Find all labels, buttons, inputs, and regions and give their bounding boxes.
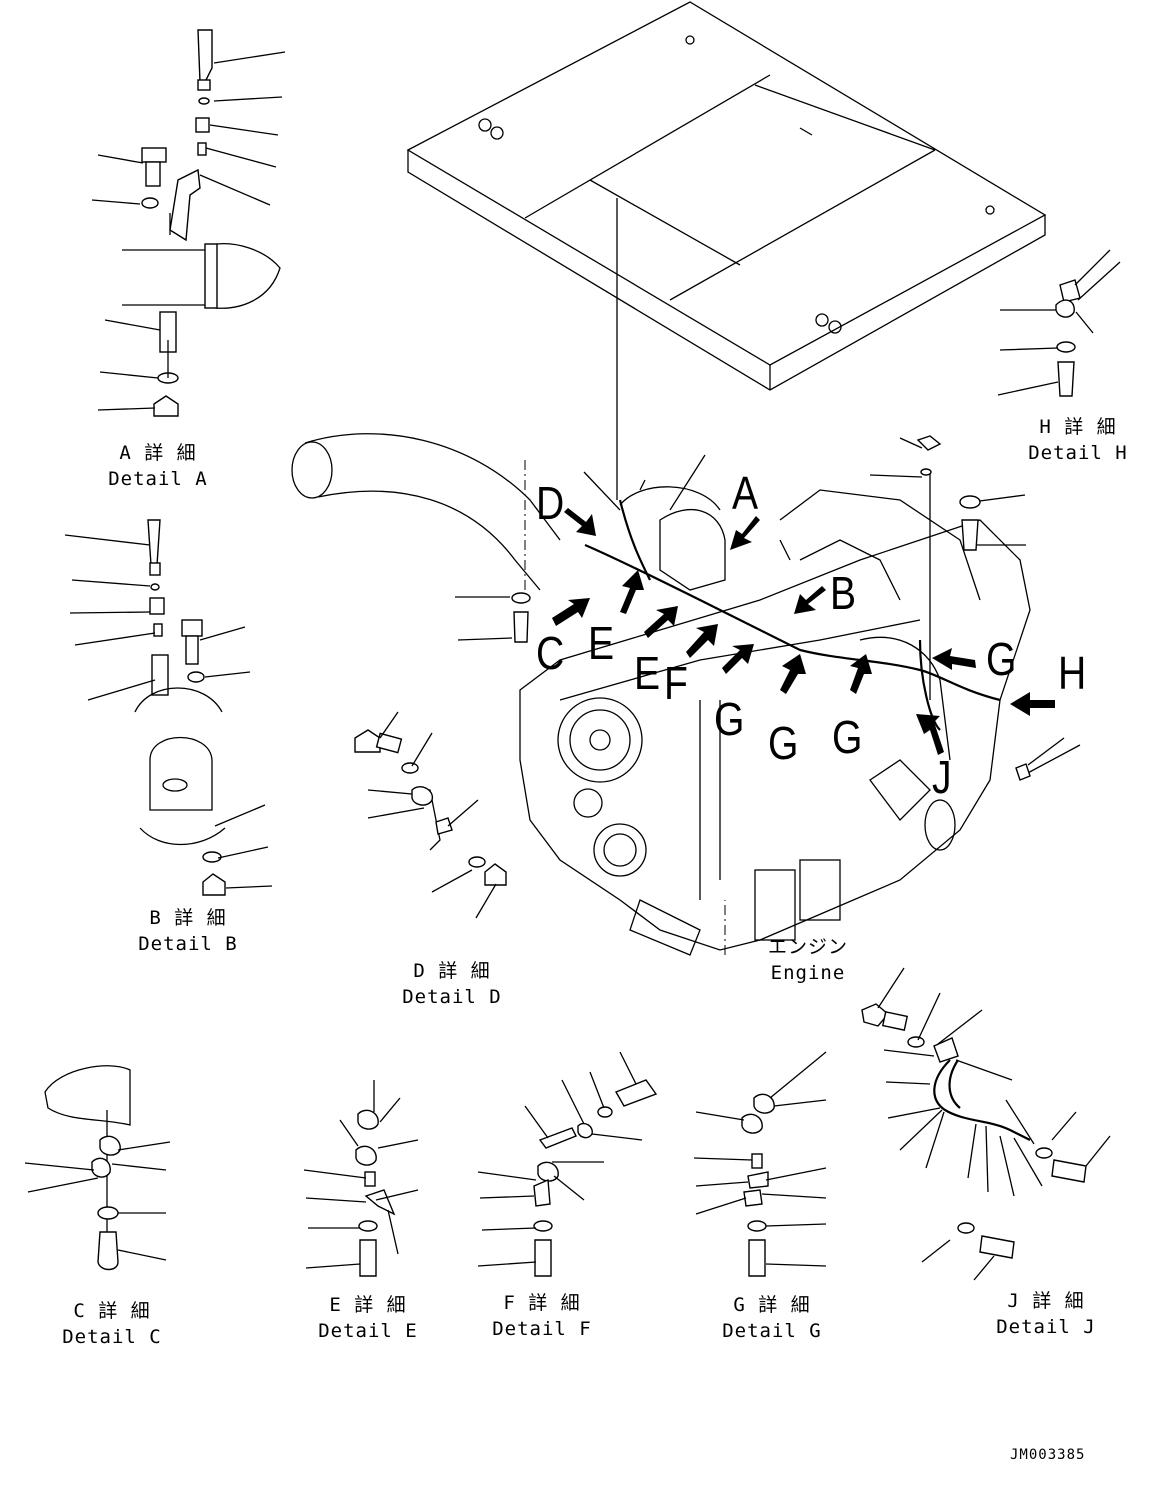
detail-f-parts <box>533 1079 658 1277</box>
detail-b-en: Detail B <box>138 933 238 955</box>
detail-b-leaders <box>64 534 273 889</box>
detail-f-label: F 詳 細 Detail F <box>482 1290 602 1342</box>
detail-g-parts <box>741 1093 775 1277</box>
detail-d-leaders <box>367 711 497 919</box>
drawing-code: JM003385 <box>1010 1447 1086 1463</box>
engine-leaders <box>455 435 1081 781</box>
detail-a-jp: A 詳 細 <box>119 442 197 464</box>
callout-g-3: G <box>832 711 863 763</box>
callout-g-4: G <box>986 633 1017 685</box>
detail-b-jp: B 詳 細 <box>149 907 227 929</box>
detail-d-parts <box>354 729 507 886</box>
callout-e-2: E <box>634 647 661 699</box>
detail-j-leaders <box>877 967 1111 1281</box>
cover-plate <box>406 1 1047 391</box>
callout-g-1: G <box>714 693 745 745</box>
detail-a-parts <box>122 29 281 417</box>
detail-c-jp: C 詳 細 <box>73 1300 151 1322</box>
detail-h-en: Detail H <box>1028 442 1128 464</box>
detail-d-label: D 詳 細 Detail D <box>392 958 512 1010</box>
detail-h-parts <box>997 249 1121 397</box>
detail-c-en: Detail C <box>62 1326 162 1348</box>
detail-a-label: A 詳 細 Detail A <box>98 440 218 492</box>
engine-jp: エンジン <box>767 936 848 958</box>
detail-a-leaders <box>91 51 286 411</box>
detail-j-label: J 詳 細 Detail J <box>986 1288 1106 1340</box>
callout-f: F <box>664 657 688 709</box>
engine-label: エンジン Engine <box>748 934 868 986</box>
callout-e-1: E <box>588 617 615 669</box>
detail-h-label: H 詳 細 Detail H <box>1018 414 1138 466</box>
callout-b: B <box>830 567 857 619</box>
detail-e-parts <box>355 1109 396 1277</box>
detail-c-label: C 詳 細 Detail C <box>52 1298 172 1350</box>
detail-d-en: Detail D <box>402 986 502 1008</box>
detail-c-parts <box>44 1065 131 1271</box>
detail-j-jp: J 詳 細 <box>1007 1290 1085 1312</box>
detail-b-label: B 詳 細 Detail B <box>128 905 248 957</box>
callout-j: J <box>932 751 952 803</box>
detail-g-en: Detail G <box>722 1320 822 1342</box>
callout-h: H <box>1058 647 1087 699</box>
detail-g-label: G 詳 細 Detail G <box>712 1292 832 1344</box>
detail-e-leaders <box>303 1080 419 1269</box>
detail-h-jp: H 詳 細 <box>1039 416 1117 438</box>
detail-e-label: E 詳 細 Detail E <box>308 1292 428 1344</box>
engine-en: Engine <box>770 962 846 984</box>
wire-harness <box>584 499 1001 731</box>
detail-g-jp: G 詳 細 <box>733 1294 811 1316</box>
detail-a-en: Detail A <box>108 468 208 490</box>
detail-g-leaders <box>693 1051 827 1267</box>
detail-j-en: Detail J <box>996 1316 1096 1338</box>
engine-assembly <box>519 470 1031 956</box>
detail-e-jp: E 詳 細 <box>329 1294 407 1316</box>
detail-b-parts <box>134 519 226 896</box>
detail-f-leaders <box>477 1051 643 1267</box>
detail-e-en: Detail E <box>318 1320 418 1342</box>
detail-f-jp: F 詳 細 <box>503 1292 581 1314</box>
callout-g-2: G <box>768 717 799 769</box>
detail-f-en: Detail F <box>492 1318 592 1340</box>
detail-d-jp: D 詳 細 <box>413 960 491 982</box>
callout-c: C <box>536 627 565 679</box>
detail-c-leaders <box>24 1141 171 1261</box>
callout-arrows <box>552 508 1055 755</box>
exhaust-tube <box>291 433 561 591</box>
callout-d: D <box>536 477 565 529</box>
callout-a: A <box>732 467 759 519</box>
detail-j-parts <box>861 1003 1087 1259</box>
